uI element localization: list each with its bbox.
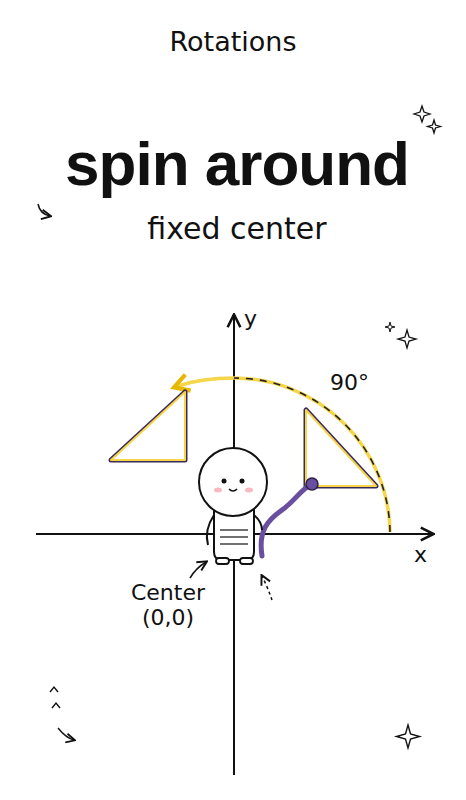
page-title: Rotations (0, 26, 466, 57)
deco-arrow (58, 728, 74, 740)
character-stripe (220, 536, 248, 537)
character (199, 448, 267, 564)
character-stripe (220, 543, 248, 544)
rope (261, 484, 312, 556)
axis-label: y (244, 306, 274, 331)
rotated-triangle (111, 392, 185, 460)
deco-caret (52, 703, 60, 708)
character-eye (222, 479, 227, 484)
deco-arrow (38, 204, 50, 216)
sparkle (428, 120, 441, 133)
center-label: Center (0,0) (118, 580, 218, 631)
character-arm (207, 515, 214, 545)
character-blush (214, 488, 222, 493)
headline: spin around (4, 128, 466, 199)
rotation-arc-dashes (234, 378, 390, 532)
sparkle (398, 330, 416, 348)
subheading: fixed center (4, 212, 466, 247)
sparkle (414, 106, 430, 122)
original-triangle (306, 410, 376, 486)
angle-label: 90° (330, 370, 400, 395)
character-foot (216, 558, 229, 564)
motion-hint (262, 576, 272, 600)
character-stripe (220, 529, 248, 530)
rotated-triangle-outline (111, 392, 185, 460)
character-arm (254, 515, 262, 530)
rope-pin (306, 478, 318, 490)
character-eye (240, 479, 245, 484)
character-mouth (229, 489, 237, 491)
sparkle (397, 725, 420, 748)
deco-caret (50, 687, 58, 692)
original-triangle-outline (306, 410, 376, 486)
center-leader (190, 562, 206, 578)
character-foot (240, 558, 253, 564)
axis-label: x (414, 542, 444, 567)
sparkle (385, 322, 395, 332)
character-head (199, 448, 267, 516)
character-blush (245, 488, 253, 493)
